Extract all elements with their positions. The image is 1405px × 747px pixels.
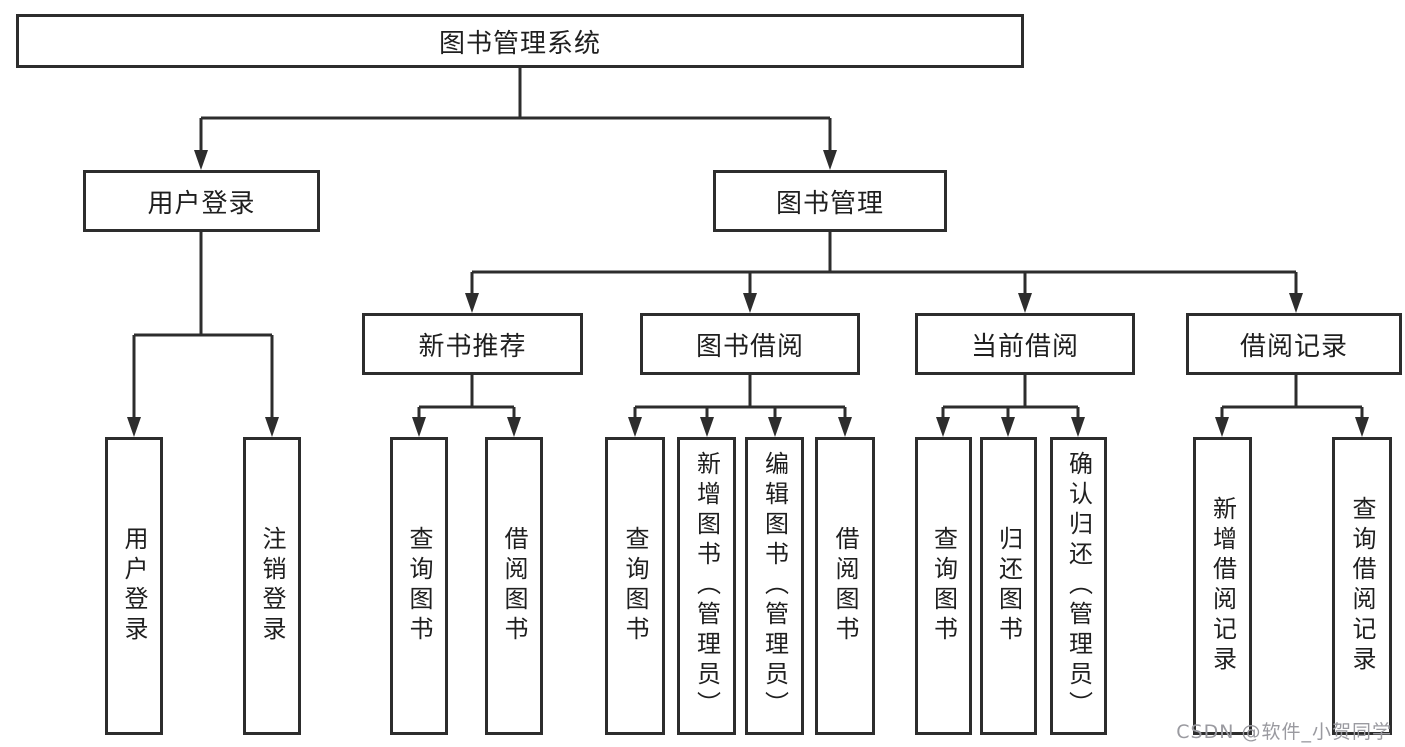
connector-root	[194, 68, 837, 170]
leaf-query-book-2: 查询图书	[605, 437, 665, 735]
node-book-management: 图书管理	[713, 170, 947, 232]
leaf-logout: 注销登录	[243, 437, 301, 735]
connector-book-borrow	[628, 375, 852, 437]
leaf-borrow-book-1: 借阅图书	[485, 437, 543, 735]
csdn-watermark: CSDN @软件_小贺同学	[1176, 721, 1392, 743]
leaf-query-book-3: 查询图书	[915, 437, 972, 735]
leaf-query-borrow-record: 查询借阅记录	[1332, 437, 1392, 735]
connector-book-management	[465, 232, 1303, 313]
connector-current-borrow	[936, 375, 1085, 437]
node-book-borrow: 图书借阅	[640, 313, 860, 375]
leaf-query-book-1: 查询图书	[390, 437, 448, 735]
connector-user-login	[127, 232, 279, 437]
node-new-book-recommend: 新书推荐	[362, 313, 583, 375]
leaf-add-book-admin: 新增图书（管理员）	[677, 437, 736, 735]
connector-borrow-record	[1215, 375, 1369, 437]
leaf-edit-book-admin: 编辑图书（管理员）	[745, 437, 804, 735]
leaf-user-login: 用户登录	[105, 437, 163, 735]
leaf-confirm-return-admin: 确认归还（管理员）	[1050, 437, 1107, 735]
leaf-borrow-book-2: 借阅图书	[815, 437, 875, 735]
node-root: 图书管理系统	[16, 14, 1024, 68]
node-borrow-record: 借阅记录	[1186, 313, 1402, 375]
node-current-borrow: 当前借阅	[915, 313, 1135, 375]
leaf-add-borrow-record: 新增借阅记录	[1193, 437, 1252, 735]
leaf-return-book: 归还图书	[980, 437, 1037, 735]
connector-new-book	[412, 375, 521, 437]
node-user-login: 用户登录	[83, 170, 320, 232]
